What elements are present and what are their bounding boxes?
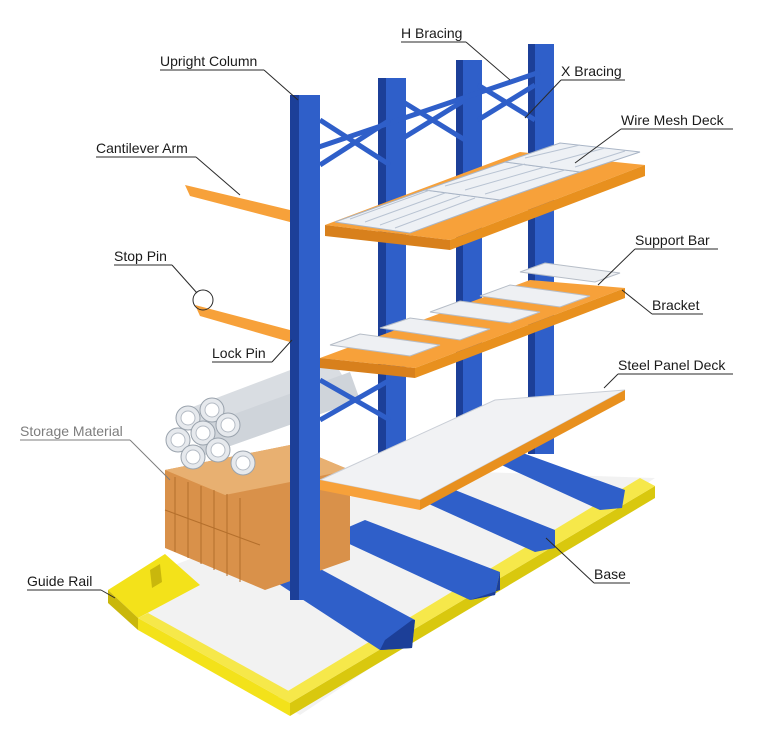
front-upright [290,95,320,600]
label-guide-rail: Guide Rail [27,573,92,589]
stop-pin-marker [192,289,214,311]
label-storage-material: Storage Material [20,423,123,439]
label-support-bar: Support Bar [635,232,710,248]
callouts: H Bracing Upright Column X Bracing Wire … [20,25,733,599]
label-cantilever-arm: Cantilever Arm [96,140,188,156]
bracing [309,69,541,423]
label-steel-panel-deck: Steel Panel Deck [618,357,726,373]
label-h-bracing: H Bracing [401,25,462,41]
base-legs [265,452,625,650]
rear-uprights [378,44,554,498]
label-bracket: Bracket [652,297,700,313]
label-base: Base [594,566,626,582]
rear-arms [185,185,290,342]
label-wire-mesh-deck: Wire Mesh Deck [621,112,725,128]
label-x-bracing: X Bracing [561,63,622,79]
steel-panel-deck [318,389,626,510]
label-stop-pin: Stop Pin [114,248,167,264]
middle-arms [320,262,625,378]
label-upright-column: Upright Column [160,53,257,69]
wire-mesh-decks [325,142,645,250]
label-lock-pin: Lock Pin [212,345,266,361]
